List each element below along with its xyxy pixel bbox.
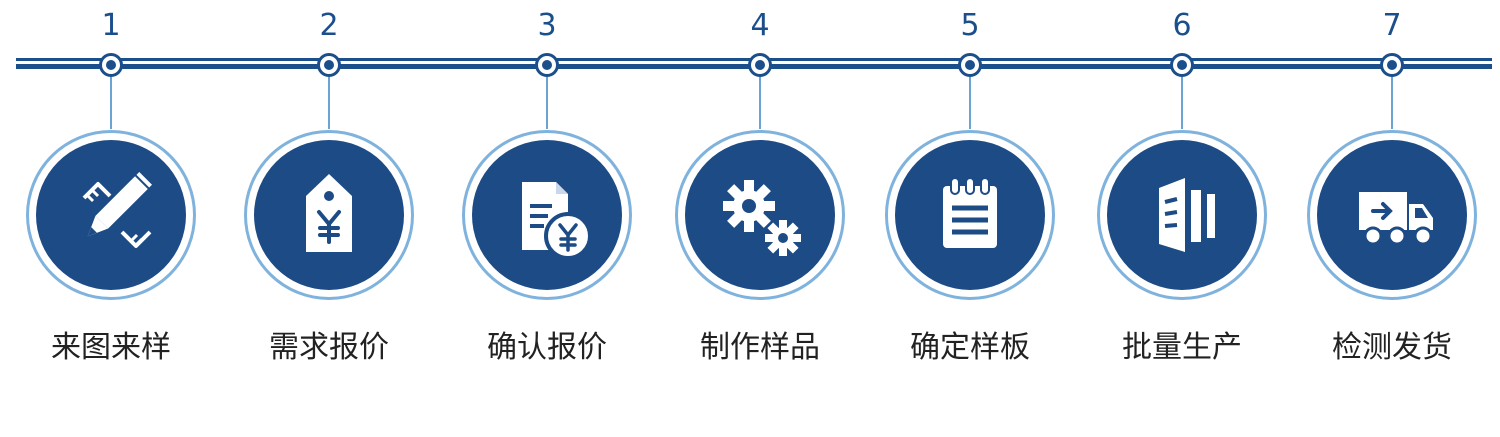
timeline-node bbox=[1380, 53, 1404, 77]
timeline-node bbox=[99, 53, 123, 77]
step-1: 1 bbox=[16, 0, 206, 437]
connector-line bbox=[1181, 77, 1183, 129]
step-7: 7 检测发货 bbox=[1297, 0, 1487, 437]
step-number: 4 bbox=[750, 8, 770, 43]
batch-sheets-icon bbox=[1159, 178, 1215, 252]
step-label: 需求报价 bbox=[269, 330, 389, 365]
step-label: 确认报价 bbox=[487, 330, 607, 365]
connector-line bbox=[110, 77, 112, 129]
step-disc bbox=[254, 140, 404, 290]
step-2: 2 需求报价 bbox=[234, 0, 424, 437]
notepad-icon bbox=[943, 177, 997, 248]
delivery-truck-icon bbox=[1359, 192, 1433, 246]
step-4: 4 bbox=[665, 0, 855, 437]
step-number: 5 bbox=[960, 8, 980, 43]
step-number: 2 bbox=[319, 8, 339, 43]
step-disc bbox=[1107, 140, 1257, 290]
pencil-ruler-icon bbox=[82, 171, 153, 248]
step-number: 1 bbox=[101, 8, 121, 43]
step-label: 批量生产 bbox=[1122, 330, 1242, 365]
step-label: 来图来样 bbox=[51, 330, 171, 365]
invoice-yen-icon bbox=[522, 182, 592, 260]
connector-line bbox=[759, 77, 761, 129]
step-circle bbox=[1307, 130, 1477, 300]
step-circle bbox=[462, 130, 632, 300]
timeline-node bbox=[958, 53, 982, 77]
timeline-node bbox=[317, 53, 341, 77]
step-disc bbox=[1317, 140, 1467, 290]
step-number: 7 bbox=[1382, 8, 1402, 43]
connector-line bbox=[546, 77, 548, 129]
step-label: 检测发货 bbox=[1332, 330, 1452, 365]
step-circle bbox=[1097, 130, 1267, 300]
step-3: 3 bbox=[452, 0, 642, 437]
connector-line bbox=[328, 77, 330, 129]
step-circle bbox=[26, 130, 196, 300]
step-disc bbox=[685, 140, 835, 290]
step-number: 6 bbox=[1172, 8, 1192, 43]
price-tag-icon bbox=[306, 174, 352, 252]
step-label: 确定样板 bbox=[910, 330, 1030, 365]
timeline-node bbox=[1170, 53, 1194, 77]
step-5: 5 确定样板 bbox=[875, 0, 1065, 437]
step-circle bbox=[675, 130, 845, 300]
step-circle bbox=[244, 130, 414, 300]
step-disc bbox=[36, 140, 186, 290]
step-6: 6 批量生产 bbox=[1087, 0, 1277, 437]
gears-icon bbox=[723, 180, 801, 256]
step-label: 制作样品 bbox=[700, 330, 820, 365]
timeline-node bbox=[748, 53, 772, 77]
step-circle bbox=[885, 130, 1055, 300]
connector-line bbox=[1391, 77, 1393, 129]
connector-line bbox=[969, 77, 971, 129]
step-disc bbox=[895, 140, 1045, 290]
timeline-node bbox=[535, 53, 559, 77]
step-number: 3 bbox=[537, 8, 557, 43]
step-disc bbox=[472, 140, 622, 290]
